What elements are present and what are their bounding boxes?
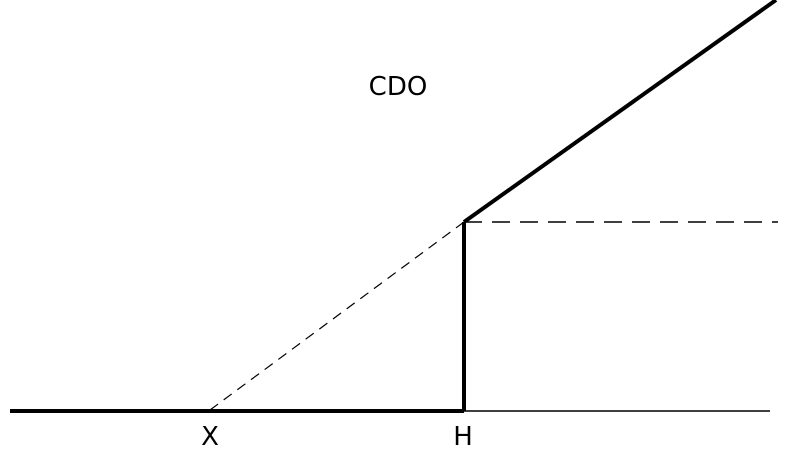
x-marker-label: X	[201, 422, 219, 452]
dashed-diagonal-extension	[209, 221, 465, 411]
payoff-rising-segment	[462, 0, 778, 224]
h-marker-label: H	[453, 422, 473, 452]
diagram-title: CDO	[369, 72, 428, 102]
